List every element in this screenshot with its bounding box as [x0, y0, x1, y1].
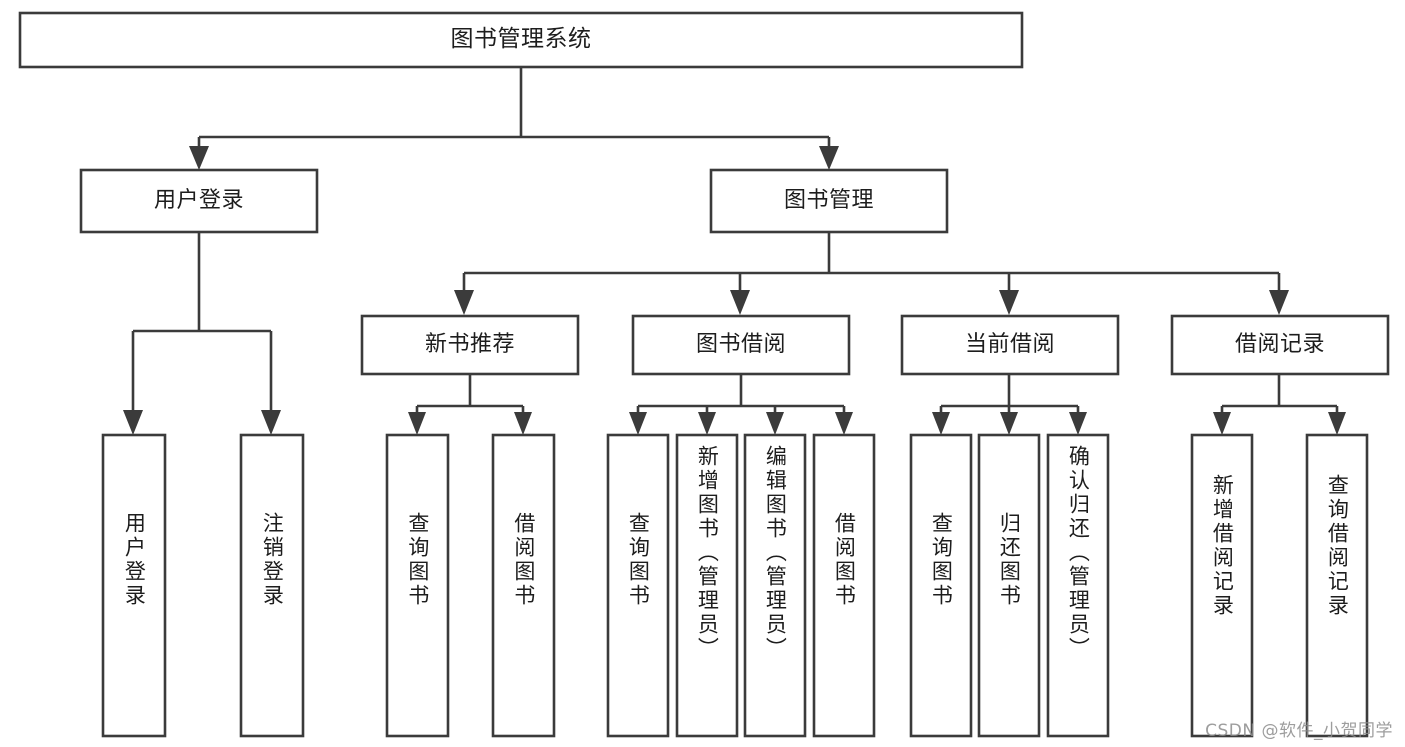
arrow-bm-to-borrow-record	[1269, 290, 1289, 315]
node-book-borrow[interactable]	[631, 314, 851, 376]
leaf-box-book-borrow-1[interactable]	[606, 433, 670, 738]
leaf-box-book-borrow-3[interactable]	[743, 433, 807, 738]
leaf-box-new-book-2[interactable]	[491, 433, 556, 738]
arrow-book-borrow-leaf-2	[698, 412, 716, 435]
arrow-user-login-leaf-1	[123, 410, 143, 435]
arrow-borrow-record-leaf-2	[1328, 412, 1346, 435]
node-book-management[interactable]	[709, 168, 949, 234]
leaf-box-current-borrow-3[interactable]	[1046, 433, 1110, 738]
arrow-user-login-leaf-2	[261, 410, 281, 435]
node-current-borrow[interactable]	[900, 314, 1120, 376]
arrow-new-book-leaf-2	[514, 412, 532, 435]
arrow-root-to-user-login	[189, 146, 209, 170]
arrow-current-borrow-leaf-2	[1000, 412, 1018, 435]
node-root-book-management-system[interactable]	[18, 11, 1024, 69]
arrow-root-to-book-management	[819, 146, 839, 170]
arrow-current-borrow-leaf-3	[1069, 412, 1087, 435]
arrow-bm-to-current-borrow	[999, 290, 1019, 315]
arrow-bm-to-book-borrow	[730, 290, 750, 315]
leaf-box-user-login-2[interactable]	[239, 433, 305, 738]
leaf-box-new-book-1[interactable]	[385, 433, 450, 738]
node-new-book-recommend[interactable]	[360, 314, 580, 376]
arrow-book-borrow-leaf-4	[835, 412, 853, 435]
leaf-box-borrow-record-2[interactable]	[1305, 433, 1369, 738]
leaf-box-current-borrow-1[interactable]	[909, 433, 973, 738]
node-user-login[interactable]	[79, 168, 319, 234]
arrow-book-borrow-leaf-1	[629, 412, 647, 435]
arrow-new-book-leaf-1	[408, 412, 426, 435]
leaf-box-book-borrow-4[interactable]	[812, 433, 876, 738]
leaf-box-book-borrow-2[interactable]	[675, 433, 739, 738]
watermark-credit: CSDN @软件_小贺同学	[1205, 721, 1393, 741]
arrow-current-borrow-leaf-1	[932, 412, 950, 435]
arrow-borrow-record-leaf-1	[1213, 412, 1231, 435]
arrow-bm-to-new-book	[454, 290, 474, 315]
arrow-book-borrow-leaf-3	[766, 412, 784, 435]
leaf-box-borrow-record-1[interactable]	[1190, 433, 1254, 738]
leaf-box-current-borrow-2[interactable]	[977, 433, 1041, 738]
node-borrow-record[interactable]	[1170, 314, 1390, 376]
leaf-box-user-login-1[interactable]	[101, 433, 167, 738]
